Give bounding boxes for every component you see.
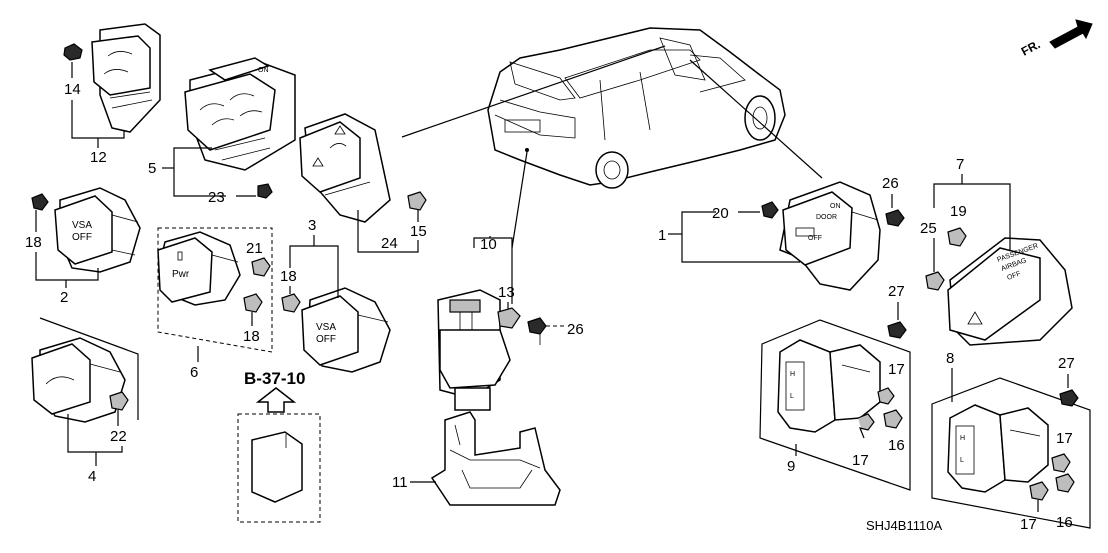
part-number-22: 22 <box>110 428 127 445</box>
part-number-20: 20 <box>712 205 729 222</box>
part-number-17-c: 17 <box>1056 430 1073 447</box>
seat-switch-mark-d: L <box>960 457 964 464</box>
part-number-6: 6 <box>190 364 198 381</box>
pwr-label: Pwr <box>172 269 190 280</box>
switch-label-on-small: ON <box>258 67 269 74</box>
front-arrow-icon <box>1049 19 1093 49</box>
part-number-24: 24 <box>381 235 398 252</box>
hazard-triangle-icon <box>967 311 983 325</box>
part-number-1: 1 <box>658 227 666 244</box>
vehicle-illustration <box>487 27 786 189</box>
part-23-screw <box>257 183 273 199</box>
part-number-16-b: 16 <box>1056 514 1073 531</box>
vehicle-leader-lines <box>401 45 823 249</box>
switch-label-on-door: ON <box>830 203 841 210</box>
part-9-seat-switch: H L <box>777 339 881 433</box>
part-27-screw-a <box>887 321 907 339</box>
part-number-18-b: 18 <box>243 328 260 345</box>
part-number-21: 21 <box>246 240 263 257</box>
part-number-17-b: 17 <box>852 452 869 469</box>
part-7-airbag-indicator: PASSENGER AIRBAG OFF <box>947 237 1073 346</box>
part-11-bezel <box>430 411 561 506</box>
part-8-seat-switch: H L <box>947 404 1049 493</box>
part-number-23: 23 <box>208 189 225 206</box>
part-17-screw-c <box>1051 453 1071 473</box>
part-number-2: 2 <box>60 289 68 306</box>
part-number-14: 14 <box>64 81 81 98</box>
part-26-screw-b <box>885 209 905 227</box>
part-number-18-c: 18 <box>280 268 297 285</box>
part-14-clip <box>63 43 83 61</box>
part-number-16-a: 16 <box>888 437 905 454</box>
part-number-17-d: 17 <box>1020 516 1037 533</box>
part-18-clip-a <box>31 193 49 211</box>
part-number-8: 8 <box>946 350 954 367</box>
part-15-screw <box>407 191 427 211</box>
diagram-code: SHJ4B1110A <box>866 518 942 533</box>
part-number-3: 3 <box>308 217 316 234</box>
part-18-clip-b <box>243 293 263 313</box>
part-number-5: 5 <box>148 160 156 177</box>
part-number-4: 4 <box>88 468 96 485</box>
switch-label-door: DOOR <box>816 214 837 221</box>
airbag-label-line3: OFF <box>1006 271 1022 282</box>
reference-box <box>237 413 321 523</box>
vsa-label-line1-b: VSA <box>316 322 336 333</box>
part-10-switch-assembly <box>437 289 511 411</box>
part-21-screw <box>251 257 271 277</box>
part-number-10: 10 <box>480 236 497 253</box>
part-number-17-a: 17 <box>888 361 905 378</box>
reference-arrow-icon <box>255 387 297 413</box>
part-number-26-a: 26 <box>567 321 584 338</box>
part-1-door-switch: ON DOOR OFF <box>779 181 881 291</box>
part-12-switch <box>91 23 161 133</box>
part-16-screw-b <box>1055 473 1075 493</box>
seat-switch-mark-c: H <box>960 435 965 442</box>
part-17-screw-d <box>1029 481 1049 501</box>
part-24-switch <box>299 113 391 223</box>
direction-label: FR. <box>1019 37 1043 58</box>
part-number-27-b: 27 <box>1058 355 1075 372</box>
part-17-screw-a <box>877 387 895 405</box>
part-9-outline <box>759 319 911 491</box>
part-13-clip <box>497 307 521 329</box>
part-16-screw-a <box>883 409 903 429</box>
part-number-7: 7 <box>956 156 964 173</box>
part-17-screw-b <box>857 413 875 439</box>
reference-switch-cap <box>251 431 303 503</box>
part-number-26-b: 26 <box>882 175 899 192</box>
part-number-12: 12 <box>90 149 107 166</box>
part-18-clip-c <box>281 293 301 313</box>
part-20-clip <box>761 201 779 219</box>
part-number-27-a: 27 <box>888 283 905 300</box>
part-number-15: 15 <box>410 223 427 240</box>
part-number-19: 19 <box>950 203 967 220</box>
vsa-label-line1: VSA <box>72 220 92 231</box>
part-number-13: 13 <box>498 284 515 301</box>
part-22-screw <box>109 391 129 411</box>
part-27-screw-b <box>1059 389 1079 407</box>
part-19-screw <box>947 227 967 247</box>
part-number-11: 11 <box>392 474 408 491</box>
part-26-screw-a <box>527 317 547 345</box>
part-6-pwr-switch: Pwr <box>157 231 241 306</box>
part-3-vsa-switch: VSA OFF <box>301 287 391 373</box>
part-number-9: 9 <box>787 458 795 475</box>
part-number-25: 25 <box>920 220 937 237</box>
part-2-vsa-switch: VSA OFF <box>54 187 141 273</box>
vsa-label-line2: OFF <box>72 232 92 243</box>
reference-label: B-37-10 <box>244 369 305 388</box>
part-4-switch <box>31 337 126 423</box>
switch-label-off-door: OFF <box>808 235 822 242</box>
part-8-outline <box>931 377 1091 529</box>
part-number-18-a: 18 <box>25 234 42 251</box>
vsa-label-line2-b: OFF <box>316 334 336 345</box>
part-5-double-switch: ON <box>184 57 296 171</box>
seat-switch-mark-b: L <box>790 393 794 400</box>
front-direction-indicator: FR. <box>1019 19 1093 59</box>
seat-switch-mark-a: H <box>790 371 795 378</box>
part-25-clip <box>925 271 945 291</box>
